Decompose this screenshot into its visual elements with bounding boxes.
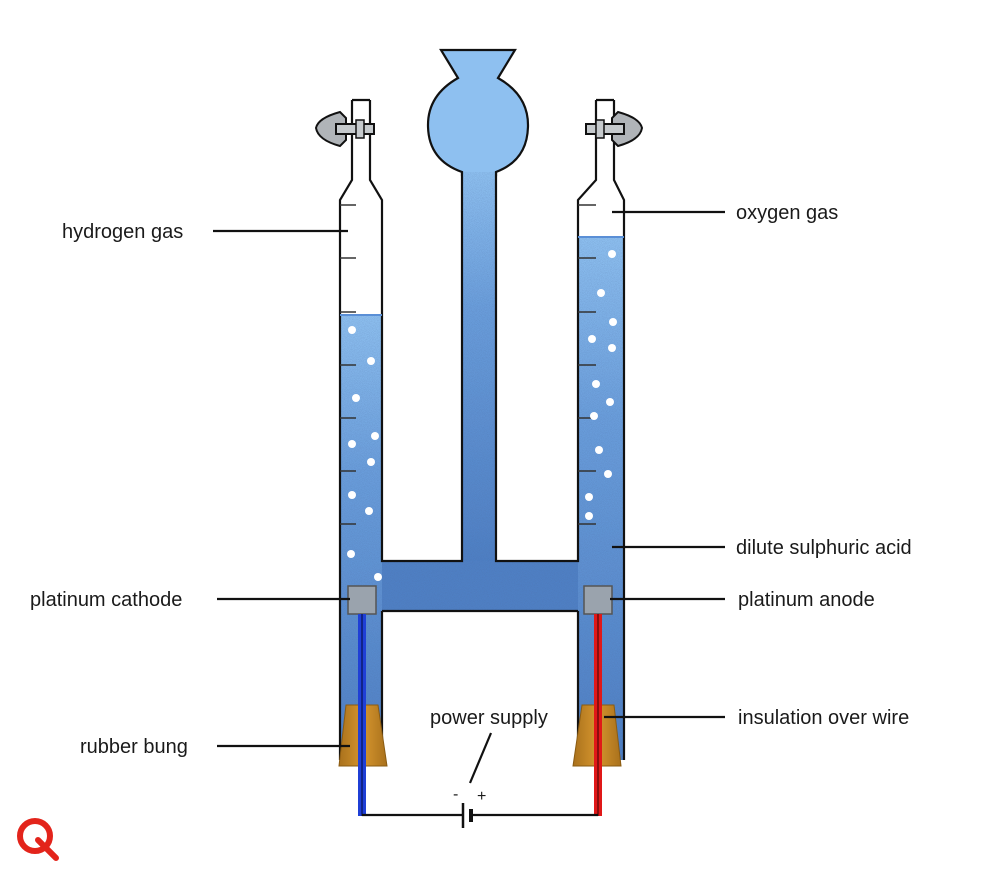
- label-rubber-bung: rubber bung: [80, 736, 188, 758]
- battery-cell-icon: [461, 803, 473, 828]
- acid-liquid: [340, 172, 624, 760]
- glass-outline: [338, 98, 626, 760]
- cathode-wire: [358, 614, 366, 816]
- label-power-supply: power supply: [430, 707, 548, 729]
- label-insulation: insulation over wire: [738, 707, 909, 729]
- platinum-cathode: [347, 585, 377, 615]
- leader-power: [468, 732, 493, 784]
- label-plus: +: [477, 788, 486, 805]
- label-cathode: platinum cathode: [30, 589, 182, 611]
- reservoir: [426, 48, 530, 177]
- label-oxygen-gas: oxygen gas: [736, 202, 838, 224]
- platinum-anode: [583, 585, 613, 615]
- hydrogen-bubbles: [347, 326, 382, 581]
- left-graduations: [340, 204, 356, 525]
- anode-wire: [594, 614, 602, 816]
- label-anode: platinum anode: [738, 589, 875, 611]
- label-dilute-acid: dilute sulphuric acid: [736, 537, 912, 559]
- stopcock-tap-icon: [585, 110, 644, 148]
- oxygen-bubbles: [585, 250, 617, 520]
- stopcock-tap-icon: [314, 110, 375, 148]
- label-minus: -: [453, 786, 458, 803]
- logo-q-icon: [17, 818, 59, 861]
- label-hydrogen-gas: hydrogen gas: [62, 221, 183, 243]
